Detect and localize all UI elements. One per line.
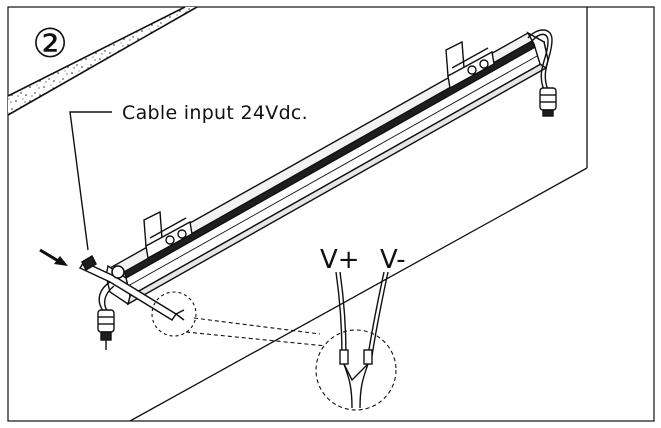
- step-number: ②: [32, 21, 68, 67]
- v-minus-label: V-: [380, 245, 406, 275]
- mounting-bracket-left: [143, 210, 193, 260]
- input-cable: [78, 254, 185, 322]
- detail-connector-lines: [185, 317, 327, 347]
- detail-magnifier: [315, 329, 397, 411]
- wall-outline: [129, 7, 588, 422]
- v-plus-label: V+: [320, 245, 360, 275]
- cable-input-leader: [69, 111, 112, 251]
- cable-input-label: Cable input 24Vdc.: [122, 102, 308, 124]
- detail-marker-small: [151, 291, 197, 337]
- insert-arrow-icon: [39, 248, 68, 266]
- wire-pair-detail: [335, 271, 389, 409]
- connector-plug-icon: [539, 87, 557, 117]
- diagram-frame: [7, 6, 655, 422]
- output-cable-right: [527, 29, 557, 117]
- connector-plug-icon: [97, 309, 115, 350]
- led-wall-washer-fixture: [105, 31, 550, 306]
- mounting-bracket-right: [445, 40, 495, 90]
- output-cable-left: [97, 281, 115, 350]
- step-badge: ②: [32, 21, 68, 67]
- ceiling-slab: [7, 6, 198, 116]
